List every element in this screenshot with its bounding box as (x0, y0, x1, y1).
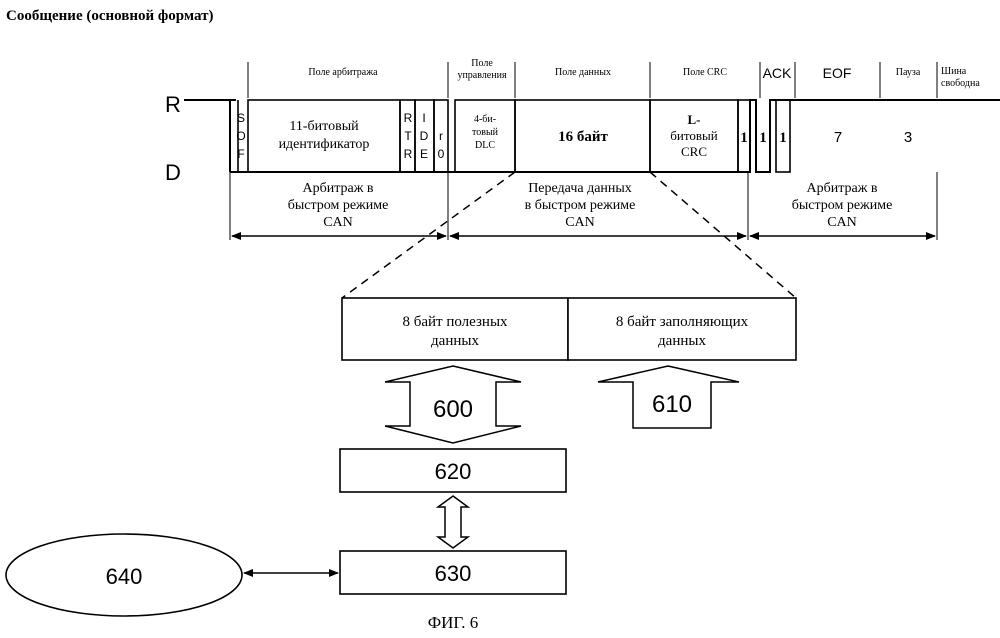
rtr-r2: R (404, 147, 413, 161)
figure-caption: ФИГ. 6 (428, 613, 479, 632)
rtr-t: T (404, 129, 412, 143)
crc-delimiter-bit: 1 (740, 130, 748, 146)
phase-arbitration-left-line3: CAN (323, 215, 353, 230)
crc-line3: CRC (681, 144, 707, 159)
header-eof: EOF (823, 65, 852, 81)
crc-line1: L- (688, 112, 701, 127)
level-d-label: D (165, 160, 181, 185)
phase-arbitration-right-line1: Арбитраж в (806, 181, 877, 196)
useful-data-line2: данных (431, 333, 479, 349)
header-arbitration: Поле арбитража (308, 67, 378, 78)
ack-slot-bit: 1 (759, 130, 767, 146)
header-pause: Пауза (896, 67, 921, 78)
phase-data-line2: в быстром режиме (525, 198, 636, 213)
data-field-bytes: 16 байт (558, 129, 608, 145)
ref-640: 640 (106, 564, 143, 589)
phase-arbitration-right-line3: CAN (827, 215, 857, 230)
phase-arbitration-left-line1: Арбитраж в (302, 181, 373, 196)
useful-data-line1: 8 байт полезных (402, 314, 508, 330)
header-bus-free-line1: Шина (941, 66, 967, 77)
phase-arbitration-right-line2: быстром режиме (792, 198, 893, 213)
header-bus-free-line2: свободна (941, 78, 980, 89)
sof-f: F (237, 147, 244, 161)
eof-bits: 7 (834, 129, 842, 146)
crc-line2: битовый (670, 128, 717, 143)
ref-630: 630 (435, 561, 472, 586)
ide-i: I (422, 111, 425, 125)
padding-data-line2: данных (658, 333, 706, 349)
phase-data-line3: CAN (565, 215, 595, 230)
identifier-line2: идентификатор (279, 137, 370, 152)
identifier-line1: 11-битовый (289, 119, 359, 134)
r0-0: 0 (438, 147, 445, 161)
level-r-label: R (165, 92, 181, 117)
sof-o: O (236, 129, 245, 143)
sof-s: S (237, 111, 245, 125)
hollow-double-arrow (438, 496, 468, 548)
rtr-r: R (404, 111, 413, 125)
ref-620: 620 (435, 459, 472, 484)
header-data: Поле данных (555, 67, 611, 78)
phase-arbitration-left-line2: быстром режиме (288, 198, 389, 213)
dlc-line1: 4-би- (474, 114, 496, 125)
dlc-line2: товый (472, 127, 499, 138)
phase-data-line1: Передача данных (528, 181, 632, 196)
header-control-line1: Поле (471, 58, 493, 69)
header-crc: Поле CRC (683, 67, 727, 78)
ide-d: D (420, 129, 429, 143)
ref-610: 610 (652, 391, 692, 418)
header-control-line2: управления (457, 70, 507, 81)
ref-600: 600 (433, 396, 473, 423)
r0-r: r (439, 129, 443, 143)
header-ack: ACK (763, 65, 792, 81)
padding-data-line1: 8 байт заполняющих (616, 314, 749, 330)
pause-bits: 3 (904, 129, 912, 146)
dlc-line3: DLC (475, 140, 495, 151)
diagram-title: Сообщение (основной формат) (6, 8, 214, 24)
ide-e: E (420, 147, 428, 161)
ack-delimiter-bit: 1 (779, 130, 787, 146)
